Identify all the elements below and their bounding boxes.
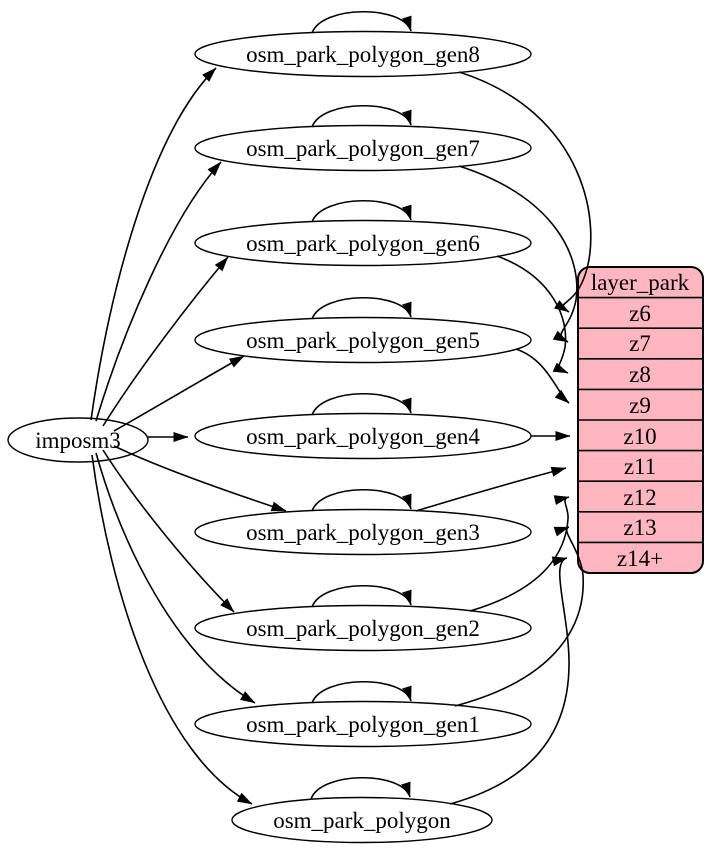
ellipse-gen1	[194, 700, 532, 748]
edge-gen6-z8	[496, 255, 569, 374]
ellipse-gen6	[194, 219, 532, 267]
node-osm_park_polygon_gen5: osm_park_polygon_gen5	[194, 316, 532, 364]
node-osm_park_polygon_gen8: osm_park_polygon_gen8	[194, 30, 532, 78]
layer-park-row-z11: z11	[624, 454, 656, 479]
self-loop-gen6	[311, 199, 412, 223]
self-loop-gen5	[311, 296, 412, 320]
ellipse-polygon	[231, 796, 493, 844]
layer-park-row-z9: z9	[629, 393, 651, 418]
self-loop-gen2	[311, 584, 412, 608]
layer-park-row-z6: z6	[629, 301, 651, 326]
layer-park-row-z10: z10	[623, 424, 656, 449]
layer-park-row-z12: z12	[623, 485, 656, 510]
edge-imposm3-gen8	[90, 67, 217, 421]
ellipse-gen8	[194, 30, 532, 78]
edge-gen7-z7	[458, 165, 578, 343]
edge-polygon-z14plus	[449, 556, 570, 805]
node-label-gen5: osm_park_polygon_gen5	[246, 328, 480, 353]
edge-gen8-z6	[458, 71, 592, 313]
node-label-gen6: osm_park_polygon_gen6	[246, 231, 480, 256]
node-label-imposm3: imposm3	[35, 428, 121, 453]
self-loop-gen8	[311, 10, 412, 34]
layer-park-row-z13: z13	[623, 515, 656, 540]
edge-imposm3-polygon	[91, 454, 253, 805]
node-label-gen3: osm_park_polygon_gen3	[246, 520, 480, 545]
edge-imposm3-gen5	[113, 355, 245, 432]
self-loop-gen1	[311, 680, 412, 704]
node-label-gen8: osm_park_polygon_gen8	[246, 42, 480, 67]
edge-gen3-z11	[415, 466, 567, 512]
edge-imposm3-gen6	[102, 256, 229, 427]
edge-gen1-z13	[454, 526, 584, 707]
edge-imposm3-gen3	[113, 445, 287, 512]
node-label-gen2: osm_park_polygon_gen2	[246, 616, 480, 641]
edge-gen2-z12	[469, 495, 570, 612]
node-label-gen7: osm_park_polygon_gen7	[246, 136, 480, 161]
node-osm_park_polygon_gen7: osm_park_polygon_gen7	[194, 124, 532, 172]
self-loop-gen3	[311, 488, 412, 512]
ellipse-gen3	[194, 508, 532, 556]
edge-imposm3-gen1	[95, 452, 256, 704]
node-imposm3: imposm3	[7, 417, 149, 463]
node-label-polygon: osm_park_polygon	[273, 808, 451, 833]
layer-park-row-z7: z7	[629, 331, 651, 356]
ellipse-gen5	[194, 316, 532, 364]
node-osm_park_polygon: osm_park_polygon	[231, 796, 493, 844]
edge-imposm3-gen7	[95, 161, 222, 422]
node-osm_park_polygon_gen6: osm_park_polygon_gen6	[194, 219, 532, 267]
layer-park-row-z14plus: z14+	[617, 546, 663, 571]
edge-imposm3-gen2	[102, 449, 235, 613]
node-osm_park_polygon_gen3: osm_park_polygon_gen3	[194, 508, 532, 556]
self-loop-gen4	[311, 392, 412, 416]
self-loop-gen7	[311, 104, 412, 128]
ellipse-gen2	[194, 604, 532, 652]
node-label-gen4: osm_park_polygon_gen4	[246, 424, 480, 449]
self-loop-polygon	[310, 776, 411, 800]
node-label-gen1: osm_park_polygon_gen1	[246, 712, 480, 737]
ellipse-imposm3	[7, 417, 149, 463]
layer-park-title: layer_park	[591, 270, 690, 295]
layer-park-row-z8: z8	[629, 362, 651, 387]
node-osm_park_polygon_gen4: osm_park_polygon_gen4	[194, 412, 532, 460]
node-osm_park_polygon_gen2: osm_park_polygon_gen2	[194, 604, 532, 652]
ellipse-gen7	[194, 124, 532, 172]
node-layer_park: layer_park z6 z7 z8 z9 z10 z11 z12 z13 z…	[577, 266, 704, 574]
edge-gen5-z9	[515, 348, 570, 404]
node-osm_park_polygon_gen1: osm_park_polygon_gen1	[194, 700, 532, 748]
